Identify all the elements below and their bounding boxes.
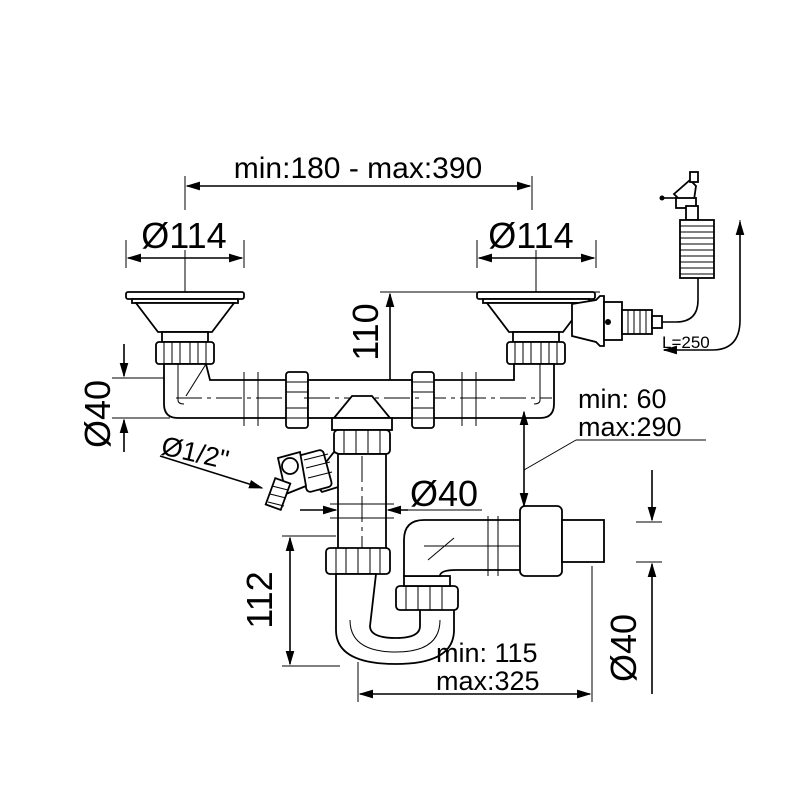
- central-tee: [285, 371, 435, 455]
- overflow-hose: L=250: [659, 171, 745, 355]
- overflow-connector: [571, 295, 663, 347]
- outlet-diameter-dimension: Ø40: [603, 470, 662, 694]
- trap-depth-label: 112: [239, 571, 280, 628]
- valve-connection: Ø1/2": [159, 431, 354, 512]
- spacing-dimension: min:180 - max:390: [184, 152, 533, 210]
- height-dimension: 110: [345, 291, 600, 396]
- outlet-max-label: max:290: [578, 412, 682, 442]
- overflow-length-label: L=250: [662, 333, 710, 352]
- inlet-diameter-label: Ø40: [77, 380, 118, 448]
- branch-diameter-label: Ø40: [410, 473, 478, 514]
- inlet-diameter-dimension: Ø40: [77, 344, 170, 452]
- trap-depth-dimension: 112: [239, 535, 340, 667]
- vertical-downpipe: [330, 453, 394, 560]
- branch-diameter-dimension: Ø40: [300, 473, 482, 515]
- offset-max-label: max:325: [436, 666, 540, 696]
- offset-min-label: min: 115: [436, 638, 538, 668]
- left-tailpiece: [163, 363, 300, 426]
- valve-connection-label: Ø1/2": [159, 431, 232, 476]
- left-basket-diameter-label: Ø114: [141, 215, 226, 256]
- left-basket-dimension: Ø114: [125, 215, 245, 296]
- left-sink-strainer: [125, 291, 245, 365]
- outlet-min-label: min: 60: [578, 384, 667, 414]
- bottle-trap: [325, 519, 540, 665]
- outlet-height-dimension: min: 60 max:290: [519, 384, 706, 471]
- trap-outlet: [487, 470, 605, 577]
- right-sink-strainer: [476, 291, 596, 365]
- right-basket-dimension: Ø114: [476, 215, 597, 296]
- spacing-label: min:180 - max:390: [234, 152, 482, 185]
- outlet-diameter-label: Ø40: [603, 614, 644, 682]
- offset-dimension: min: 115 max:325: [357, 566, 593, 702]
- height-label: 110: [345, 303, 386, 360]
- right-tailpiece: [420, 363, 555, 426]
- right-basket-diameter-label: Ø114: [488, 215, 573, 256]
